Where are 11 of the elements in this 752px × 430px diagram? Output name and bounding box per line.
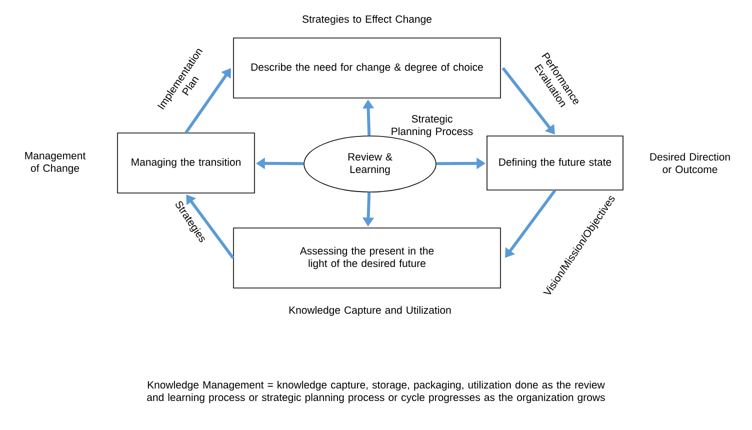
caption: Knowledge Management = knowledge capture, storage, packaging, utilization done as the review and learning process or strategic planning process or cycle progresses as the organization grows: [147, 380, 605, 404]
side-label: Strategies to Effect Change: [302, 15, 432, 25]
arrow: [502, 67, 555, 134]
process-box: Managing the transition: [117, 132, 255, 194]
process-box: Defining the future state: [486, 136, 624, 190]
side-label: Management of Change: [25, 152, 86, 174]
side-label: Knowledge Capture and Utilization: [289, 306, 451, 316]
process-box: Describe the need for change & degree of choice: [233, 38, 501, 98]
side-label: Strategic Planning Process: [392, 114, 473, 138]
side-label: Desired Direction or Outcome: [650, 152, 730, 174]
process-box: Assessing the present in the light of the desired future: [233, 228, 501, 288]
